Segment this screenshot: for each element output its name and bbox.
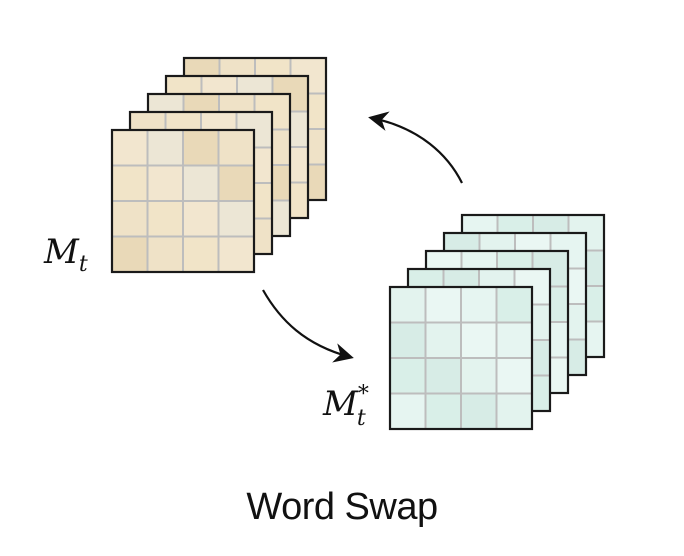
matrix-cell (424, 357, 462, 395)
matrix-cell (460, 321, 498, 359)
matrix-cell (460, 392, 498, 430)
swap-arrow-back-icon (368, 111, 463, 184)
diagram-caption: Word Swap (246, 486, 438, 528)
matrix-cell (146, 164, 184, 202)
matrix-cell (111, 164, 149, 202)
source-matrix-label: Mt (43, 232, 88, 277)
matrix-cell (182, 164, 220, 202)
matrix-cell (111, 129, 149, 167)
matrix-layer-border (388, 285, 534, 431)
matrix-cell (146, 200, 184, 238)
matrix-cell (182, 235, 220, 273)
matrix-cell (460, 286, 498, 324)
matrix-cell (182, 129, 220, 167)
matrix-cell (389, 357, 427, 395)
matrix-cell (495, 286, 533, 324)
target-matrix-label: M*t (322, 382, 369, 431)
matrix-cell (495, 357, 533, 395)
matrix-cell (217, 235, 255, 273)
matrix-cell (111, 235, 149, 273)
matrix-layer (110, 128, 256, 274)
matrix-cell (146, 235, 184, 273)
matrix-cell (424, 321, 462, 359)
matrix-cell (424, 392, 462, 430)
matrix-cell (424, 286, 462, 324)
matrix-cell (389, 392, 427, 430)
matrix-cell (495, 321, 533, 359)
matrix-cell (217, 200, 255, 238)
matrix-cell (389, 321, 427, 359)
swap-arrow-forward-icon (262, 289, 354, 363)
matrix-cell (217, 164, 255, 202)
matrix-layer (388, 285, 534, 431)
matrix-cell (495, 392, 533, 430)
matrix-cell (111, 200, 149, 238)
attention-map-stack-source (110, 56, 328, 274)
matrix-cell (146, 129, 184, 167)
matrix-cell (460, 357, 498, 395)
matrix-cell (182, 200, 220, 238)
attention-map-stack-target (388, 213, 606, 431)
matrix-layer-border (110, 128, 256, 274)
matrix-cell (389, 286, 427, 324)
matrix-cell (217, 129, 255, 167)
